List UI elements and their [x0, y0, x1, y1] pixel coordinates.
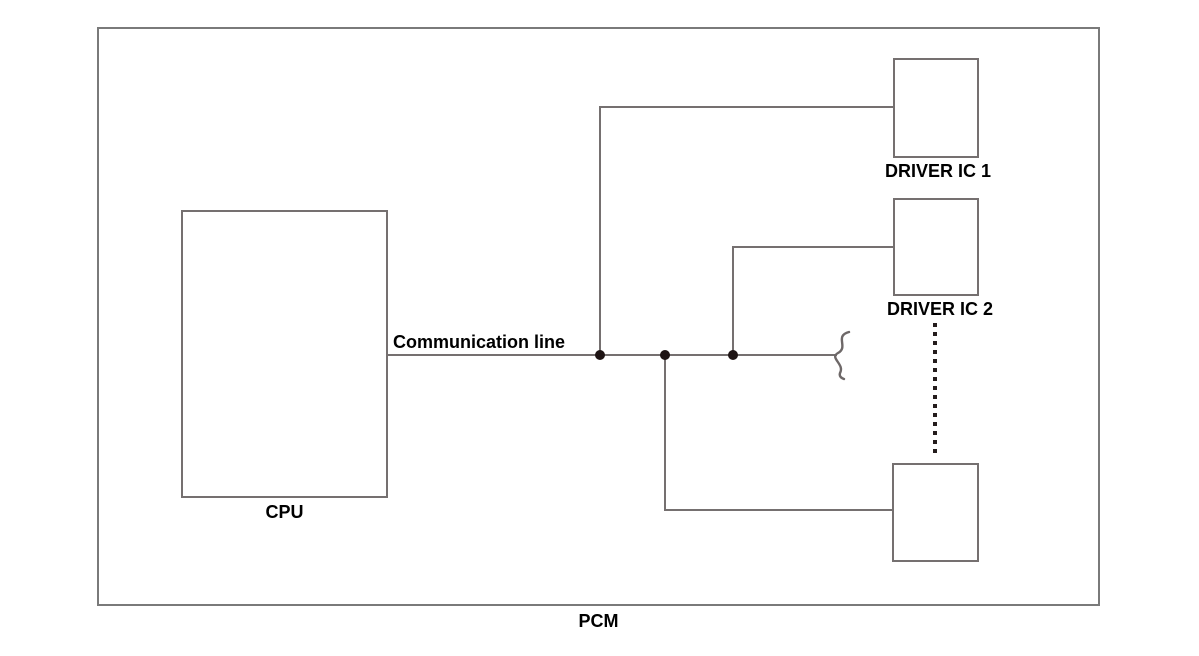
driver-icn-box [892, 463, 979, 562]
driver-ic1-box [893, 58, 979, 158]
connector-driver-ic2-horizontal [732, 246, 893, 248]
communication-line [387, 354, 837, 356]
cpu-label: CPU [265, 502, 304, 522]
driver-ic2-label: DRIVER IC 2 [886, 299, 994, 319]
pcm-label: PCM [578, 611, 619, 631]
driver-ic1-label: DRIVER IC 1 [884, 161, 992, 181]
connector-driver-icn-horizontal [664, 509, 893, 511]
driver-ic2-box [893, 198, 979, 296]
junction-dot-3 [728, 350, 738, 360]
connector-driver-ic2-vertical [732, 246, 734, 355]
junction-dot-2 [660, 350, 670, 360]
junction-dot-1 [595, 350, 605, 360]
cpu-box [181, 210, 388, 498]
connector-driver-icn-vertical [664, 355, 666, 510]
connector-driver-ic1-horizontal [599, 106, 893, 108]
communication-line-label: Communication line [393, 332, 566, 352]
line-break-squiggle-icon [834, 330, 851, 381]
ellipsis-dotted-line [933, 323, 937, 457]
connector-driver-ic1-vertical [599, 106, 601, 355]
